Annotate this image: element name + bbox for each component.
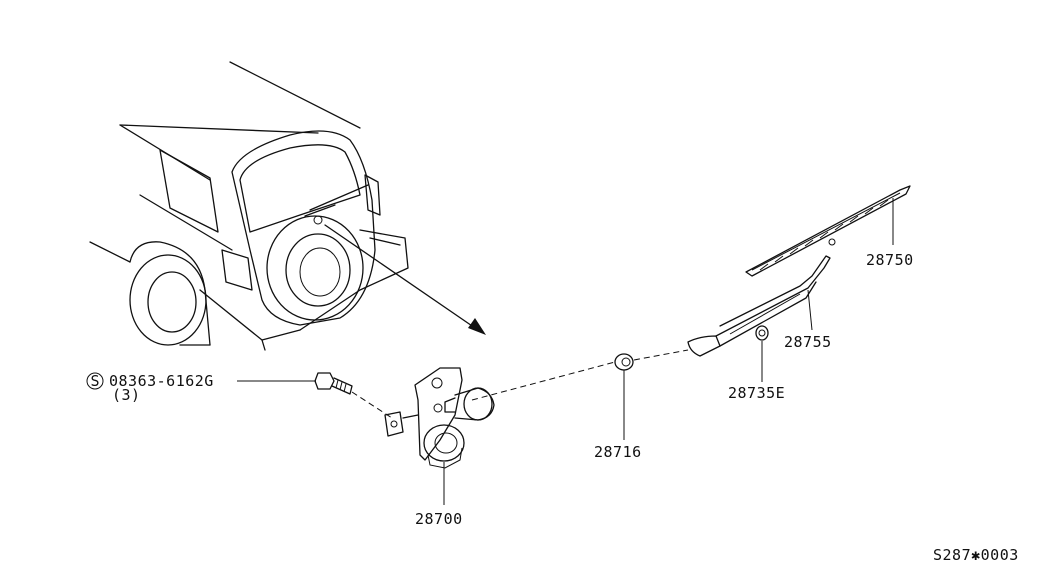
s-symbol-icon (86, 372, 104, 390)
nut-part-number: 28735E (728, 384, 785, 402)
nut-part: 28735E (728, 325, 785, 402)
bolt-part-number: 08363-6162G (109, 372, 214, 390)
blade-part-number: 28750 (866, 251, 914, 269)
wiper-arm-part: 28755 (687, 255, 832, 357)
bolt-quantity: (3) (112, 386, 141, 404)
arm-part-number: 28755 (784, 333, 832, 351)
motor-part-number: 28700 (415, 510, 463, 528)
axis-line-2 (633, 349, 689, 361)
bolt-symbol: S (91, 372, 101, 390)
figure-id: S287✱0003 (933, 546, 1019, 564)
bolt-callout: S 08363-6162G (3) (86, 372, 316, 404)
wiper-motor-part: 28700 (384, 367, 495, 528)
bolt-part (314, 372, 393, 419)
pivot-cap-part-number: 28716 (594, 443, 642, 461)
direction-arrow (324, 224, 486, 335)
axis-line-1 (471, 361, 616, 401)
wiper-blade-part: 28750 (745, 185, 914, 277)
vehicle-illustration (89, 61, 409, 351)
pivot-cap-part: 28716 (594, 353, 642, 461)
